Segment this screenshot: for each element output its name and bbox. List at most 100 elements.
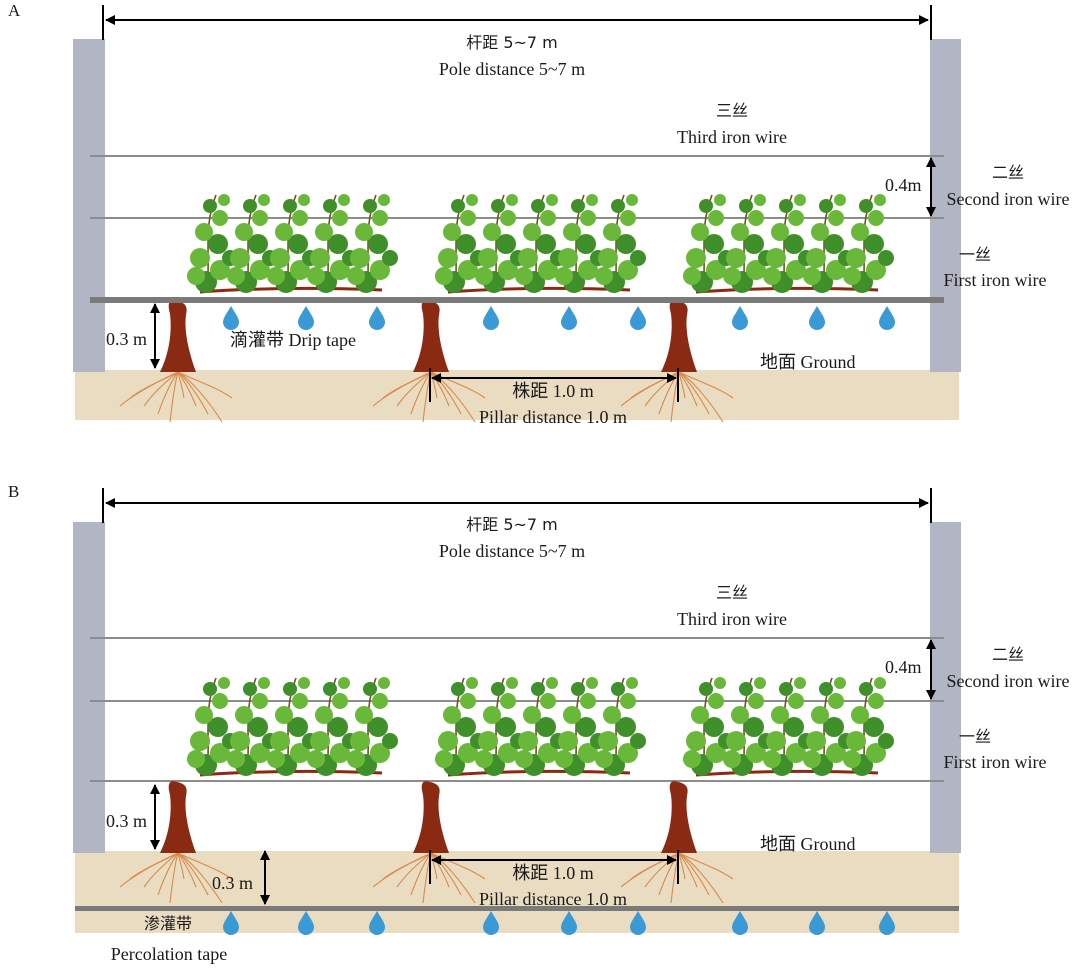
second-wire-label-en: Second iron wire bbox=[946, 189, 1070, 209]
vine-shoot bbox=[347, 194, 398, 293]
wire-gap-label: 0.4m bbox=[885, 175, 922, 195]
vine-canopy bbox=[435, 677, 646, 777]
panel-b: B 杆距 5~7 m Pole distance 5~7 m 三丝 Third … bbox=[0, 482, 1092, 970]
water-drop-icon bbox=[369, 911, 385, 935]
vine-canopy bbox=[683, 194, 894, 294]
third-wire-label-zh: 三丝 bbox=[715, 583, 749, 602]
plant-distance-label-zh: 株距 1.0 m bbox=[512, 381, 594, 401]
first-wire-label-en: First iron wire bbox=[943, 752, 1047, 772]
drip-tape-label: 滴灌带 Drip tape bbox=[230, 330, 356, 350]
vine-shoot bbox=[347, 677, 398, 776]
wire-gap-label: 0.4m bbox=[885, 657, 922, 677]
water-drop-icon bbox=[483, 306, 499, 330]
water-drop-icon bbox=[223, 911, 239, 935]
water-drops bbox=[223, 306, 895, 330]
tape-depth-label: 0.3 m bbox=[212, 873, 254, 893]
ground-label: 地面 Ground bbox=[760, 352, 856, 372]
vine-canopy bbox=[435, 194, 646, 294]
water-drop-icon bbox=[630, 306, 646, 330]
second-wire-label-zh: 二丝 bbox=[991, 163, 1025, 182]
water-drop-icon bbox=[483, 911, 499, 935]
vine-trunks bbox=[160, 300, 697, 372]
vine-shoot bbox=[307, 677, 358, 776]
first-wire-label-zh: 一丝 bbox=[958, 727, 992, 746]
water-drop-icon bbox=[630, 911, 646, 935]
vine-shoot bbox=[307, 194, 358, 293]
water-drop-icon bbox=[732, 306, 748, 330]
vine-shoot bbox=[435, 194, 486, 293]
water-drop-icon bbox=[809, 911, 825, 935]
first-wire-label-zh: 一丝 bbox=[958, 245, 992, 264]
second-wire-label-en: Second iron wire bbox=[946, 671, 1070, 691]
trunk-height-label: 0.3 m bbox=[106, 811, 148, 831]
water-drop-icon bbox=[879, 911, 895, 935]
vine-trunk bbox=[413, 781, 449, 853]
vine-shoot bbox=[723, 194, 774, 293]
ground-label: 地面 Ground bbox=[760, 834, 856, 854]
vine-shoot bbox=[683, 677, 734, 776]
plant-distance-label-en: Pillar distance 1.0 m bbox=[479, 889, 627, 909]
pole-distance-label-zh: 杆距 5~7 m bbox=[466, 33, 558, 52]
percolation-tape-label-zh: 渗灌带 bbox=[143, 914, 193, 933]
water-drop-icon bbox=[369, 306, 385, 330]
roots bbox=[119, 371, 734, 423]
trunk-height-label: 0.3 m bbox=[106, 329, 148, 349]
panel-b-scene bbox=[73, 488, 961, 935]
third-wire-label-en: Third iron wire bbox=[677, 127, 787, 147]
water-drops bbox=[223, 911, 895, 935]
left-pole bbox=[73, 39, 105, 372]
vine-shoot bbox=[227, 194, 278, 293]
panel-letter: A bbox=[8, 1, 21, 20]
plant-distance-label-zh: 株距 1.0 m bbox=[512, 863, 594, 883]
water-drop-icon bbox=[223, 306, 239, 330]
vine-shoot bbox=[803, 677, 854, 776]
pole-distance-label-zh: 杆距 5~7 m bbox=[466, 515, 558, 534]
first-wire-label-en: First iron wire bbox=[943, 270, 1047, 290]
vine-shoot bbox=[763, 194, 814, 293]
vine-canopies bbox=[187, 194, 894, 294]
left-pole bbox=[73, 522, 105, 853]
plant-distance-label-en: Pillar distance 1.0 m bbox=[479, 407, 627, 427]
vine-trunk bbox=[661, 300, 697, 372]
vine-trunk bbox=[160, 781, 196, 853]
vine-shoot bbox=[803, 194, 854, 293]
water-drop-icon bbox=[879, 306, 895, 330]
vine-shoot bbox=[595, 194, 646, 293]
water-drop-icon bbox=[561, 911, 577, 935]
first-iron-wire bbox=[90, 297, 944, 303]
root-system bbox=[119, 852, 233, 904]
root-system bbox=[119, 371, 233, 423]
vine-canopies bbox=[187, 677, 894, 777]
percolation-tape bbox=[75, 906, 959, 911]
water-drop-icon bbox=[298, 306, 314, 330]
vine-shoot bbox=[435, 677, 486, 776]
vine-shoot bbox=[555, 677, 606, 776]
percolation-tape-label-en: Percolation tape bbox=[110, 944, 228, 964]
vine-shoot bbox=[595, 677, 646, 776]
vine-canopy bbox=[683, 677, 894, 777]
vine-shoot bbox=[267, 677, 318, 776]
pole-distance-label-en: Pole distance 5~7 m bbox=[438, 541, 586, 561]
vine-shoot bbox=[267, 194, 318, 293]
vine-trunk bbox=[160, 300, 196, 372]
pole-distance-label-en: Pole distance 5~7 m bbox=[438, 59, 586, 79]
water-drop-icon bbox=[561, 306, 577, 330]
vine-shoot bbox=[683, 194, 734, 293]
roots bbox=[119, 852, 734, 904]
third-wire-label-zh: 三丝 bbox=[715, 101, 749, 120]
water-drop-icon bbox=[732, 911, 748, 935]
panel-a-scene bbox=[73, 5, 961, 423]
third-wire-label-en: Third iron wire bbox=[677, 609, 787, 629]
vine-trunk bbox=[413, 300, 449, 372]
vine-shoot bbox=[843, 194, 894, 293]
vine-shoot bbox=[475, 194, 526, 293]
vine-shoot bbox=[187, 677, 238, 776]
water-drop-icon bbox=[809, 306, 825, 330]
vine-shoot bbox=[227, 677, 278, 776]
vine-shoot bbox=[515, 677, 566, 776]
vine-canopy bbox=[187, 194, 398, 294]
second-wire-label-zh: 二丝 bbox=[991, 645, 1025, 664]
vine-canopy bbox=[187, 677, 398, 777]
panel-letter: B bbox=[8, 482, 20, 501]
vine-trunk bbox=[661, 781, 697, 853]
